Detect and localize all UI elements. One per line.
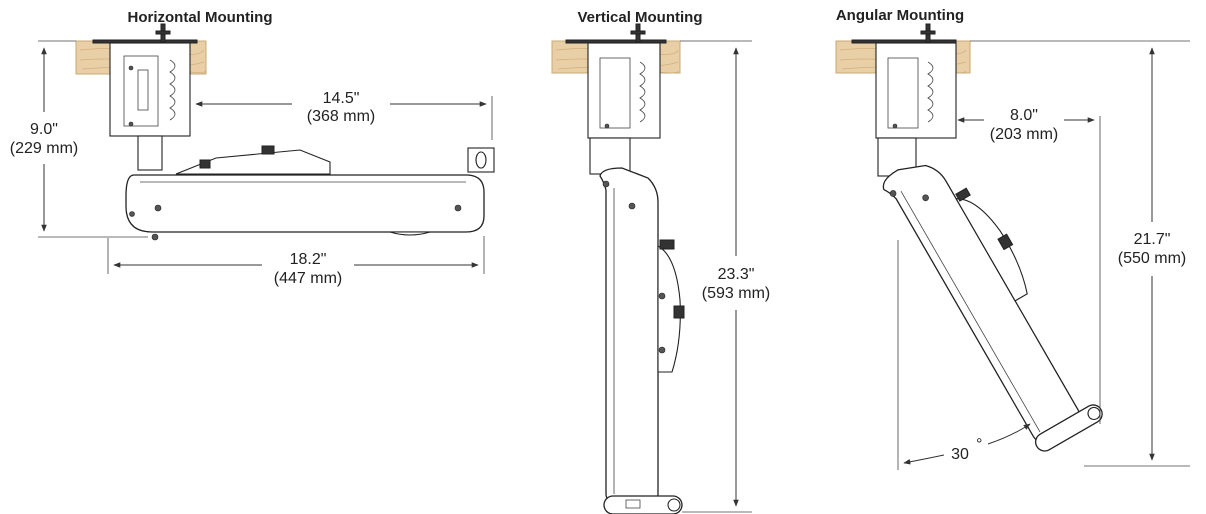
horizontal-length-dimension: 18.2" (447 mm) bbox=[107, 236, 485, 287]
angular-mounting-view: Angular Mounting bbox=[835, 7, 1190, 470]
vertical-mounting-view: Vertical Mounting bbox=[551, 9, 770, 514]
horizontal-height-dimension: 9.0" (229 mm) bbox=[10, 40, 148, 238]
angular-height-inches: 21.7" bbox=[1134, 231, 1171, 248]
vertical-mounting-bracket bbox=[587, 42, 661, 139]
horizontal-post bbox=[137, 135, 163, 171]
vertical-height-mm: (593 mm) bbox=[702, 285, 770, 302]
vertical-arm-body bbox=[599, 167, 685, 514]
angular-angle-value: 30 bbox=[951, 446, 969, 463]
angular-height-dimension: 21.7" (550 mm) bbox=[970, 40, 1190, 467]
angular-height-mm: (550 mm) bbox=[1118, 250, 1186, 267]
angular-mounting-title: Angular Mounting bbox=[836, 7, 964, 24]
vertical-height-inches: 23.3" bbox=[718, 266, 755, 283]
horizontal-mounting-title: Horizontal Mounting bbox=[128, 9, 273, 26]
horizontal-reach-dimension: 14.5" (368 mm) bbox=[195, 90, 493, 140]
vertical-height-dimension: 23.3" (593 mm) bbox=[680, 40, 770, 513]
vertical-mounting-title: Vertical Mounting bbox=[577, 9, 702, 26]
horizontal-mounting-view: Horizontal Mounting bbox=[10, 9, 495, 287]
horizontal-arm-body bbox=[125, 145, 495, 241]
horizontal-reach-inches: 14.5" bbox=[323, 90, 360, 107]
angular-offset-inches: 8.0" bbox=[1010, 107, 1038, 124]
horizontal-length-mm: (447 mm) bbox=[274, 270, 342, 287]
angular-offset-mm: (203 mm) bbox=[990, 126, 1058, 143]
angular-mounting-bracket bbox=[875, 42, 957, 139]
horizontal-length-inches: 18.2" bbox=[290, 251, 327, 268]
angular-angle-dimension: 30 ° bbox=[897, 240, 1031, 470]
horizontal-height-inches: 9.0" bbox=[30, 121, 58, 138]
angular-angle-unit: ° bbox=[976, 436, 982, 453]
horizontal-mounting-bracket bbox=[109, 42, 191, 137]
angular-arm-body bbox=[882, 164, 1103, 452]
angular-offset-dimension: 8.0" (203 mm) bbox=[957, 107, 1101, 424]
horizontal-reach-mm: (368 mm) bbox=[307, 108, 375, 125]
horizontal-height-mm: (229 mm) bbox=[10, 140, 78, 157]
